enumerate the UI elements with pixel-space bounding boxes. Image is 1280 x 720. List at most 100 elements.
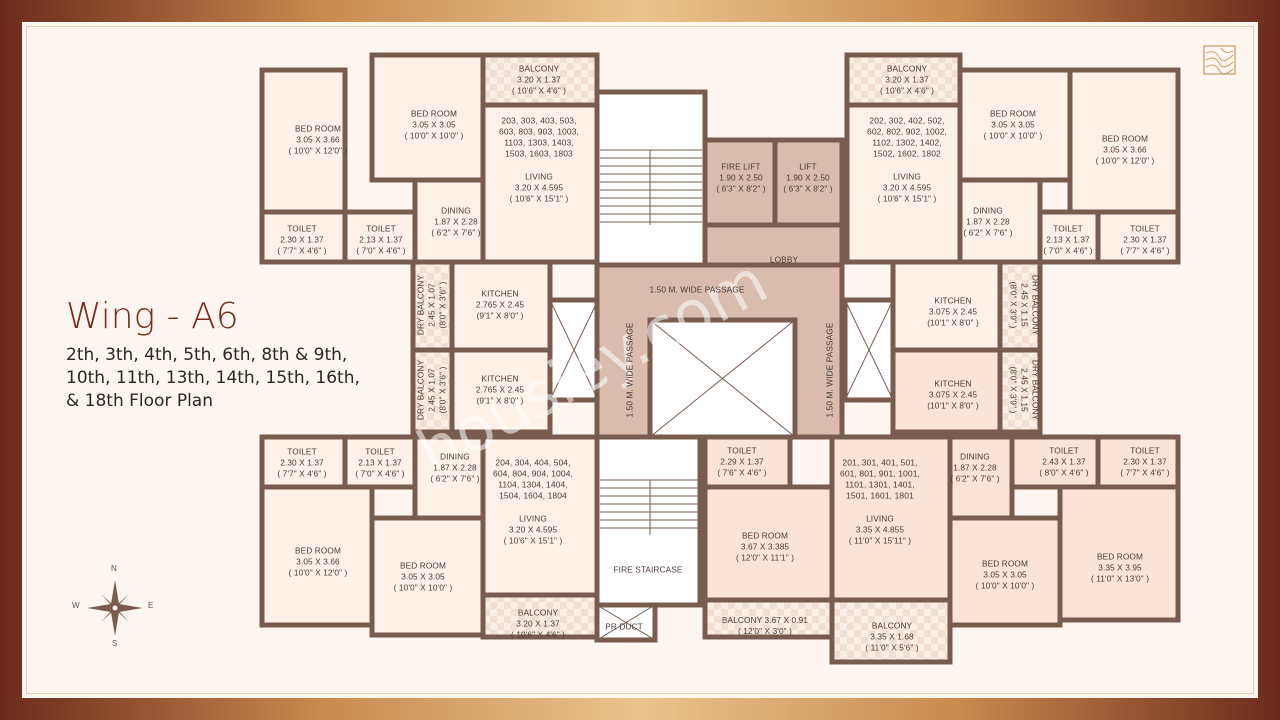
- room-name: BALCONY: [886, 63, 928, 74]
- room-name: BED ROOM: [411, 108, 457, 119]
- room-size: 2.30 X 1.37: [280, 457, 324, 468]
- room-units: 201, 301, 401, 501, 601, 801, 901, 1001,…: [840, 457, 920, 501]
- room-label: 204, 304, 404, 504, 604, 804, 904, 1004,…: [493, 458, 573, 547]
- room-size: 3.05 X 3.05: [401, 571, 445, 582]
- room-outline: [1009, 434, 1101, 490]
- room-outline: [957, 67, 1073, 183]
- room-size: 3.20 X 4.595: [514, 182, 564, 193]
- room-imperial: ( 12'0" X 3'0" ): [737, 626, 792, 636]
- room-label: 1.50 M. WIDE PASSAGE: [650, 285, 745, 296]
- room-name: DRY BALCONY: [415, 274, 426, 336]
- room-name: LIVING: [519, 513, 547, 524]
- room-outline: [1067, 67, 1181, 215]
- room-name: TOILET: [366, 223, 396, 234]
- room-outline: [844, 102, 963, 265]
- room-imperial: ( 10'0" X 10'0" ): [404, 130, 464, 141]
- room-outline: [410, 347, 455, 435]
- room-size: 2.30 X 1.37: [1123, 234, 1167, 245]
- room-imperial: ( 7'7" X 4'6" ): [1120, 245, 1170, 256]
- room-imperial: ( 10'0" X 12'0" ): [288, 567, 348, 578]
- room-name: BED ROOM: [1097, 551, 1143, 562]
- room-imperial: ( 6'3" X 8'2" ): [716, 183, 766, 194]
- room-size: 1.87 X 2.28: [953, 462, 997, 473]
- room-imperial: (8'0" X 3'9" ): [1008, 366, 1019, 414]
- room-name: DRY BALCONY: [1030, 359, 1041, 421]
- room-name: 1.50 M. WIDE PASSAGE: [624, 322, 635, 418]
- room-imperial: ( 11'0" X 15'11" ): [848, 535, 912, 546]
- room-outline: [412, 434, 486, 521]
- room-name: DINING: [960, 451, 990, 462]
- page-title: Wing - A6: [66, 296, 239, 337]
- room-name: BED ROOM: [982, 558, 1028, 569]
- room-name: KITCHEN: [934, 378, 972, 389]
- room-name: DINING: [973, 205, 1003, 216]
- room-imperial: ( 10'0" X 12'0" ): [1095, 155, 1155, 166]
- room-imperial: ( 10'6" X 15'1" ): [877, 193, 937, 204]
- room-imperial: ( 10'0" X 10'0" ): [983, 130, 1043, 141]
- shaft-cross: [649, 319, 796, 438]
- room-size: 2.30 X 1.37: [280, 234, 324, 245]
- room-outline: [259, 209, 348, 265]
- room-label: 203, 303, 403, 503, 603, 803, 903, 1003,…: [499, 116, 579, 205]
- room-name: LIVING: [866, 513, 894, 524]
- room-name: FIRE STAIRCASE: [613, 564, 683, 575]
- room-outline: [1095, 209, 1181, 265]
- room-name: PR DUCT: [605, 621, 643, 632]
- room-outline: [829, 597, 953, 665]
- room-name: TOILET: [287, 446, 317, 457]
- room-name: TOILET: [1049, 445, 1079, 456]
- room-size: 3.20 X 1.37: [516, 618, 560, 629]
- room-label: 1.50 M. WIDE PASSAGE: [825, 323, 836, 418]
- room-outline: [947, 515, 1063, 628]
- room-label: LOBBY: [770, 255, 798, 266]
- floor-line: 2th, 3th, 4th, 5th, 6th, 8th & 9th,: [66, 345, 348, 365]
- room-size: 3.35 X 4.855: [855, 524, 905, 535]
- room-name: DINING: [441, 205, 471, 216]
- room-imperial: ( 10'0" X 10'0" ): [393, 582, 453, 593]
- room-outline: [1095, 434, 1181, 490]
- room-name: BALCONY: [518, 63, 560, 74]
- room-size: 2.13 X 1.37: [359, 234, 403, 245]
- room-outline: [702, 222, 845, 268]
- room-imperial: ( 7'0" X 4'6" ): [356, 245, 406, 256]
- room-size: 1.90 X 2.50: [786, 172, 830, 183]
- room-imperial: ( 11'0" X 13'0" ): [1090, 573, 1150, 584]
- room-imperial: (8'0" X 3'6" ): [437, 366, 448, 414]
- room-size: 3.35 X 1.68: [870, 631, 914, 642]
- room-label: BALCONY 3.67 X 0.91( 12'0" X 3'0" ): [722, 615, 808, 637]
- shaft-cross: [549, 299, 599, 401]
- room-units: 204, 304, 404, 504, 604, 804, 904, 1004,…: [493, 457, 573, 501]
- room-size: 2.45 X 1.07: [426, 283, 437, 327]
- room-imperial: (10'1" X 8'0" ): [927, 317, 979, 328]
- compass-rose-icon: [87, 580, 143, 636]
- room-imperial: ( 10'6" X 15'1" ): [509, 193, 569, 204]
- room-imperial: ( 6'2" X 7'6" ): [963, 227, 1013, 238]
- room-name: BED ROOM: [990, 108, 1036, 119]
- room-name: 1.50 M. WIDE PASSAGE: [824, 322, 835, 418]
- room-imperial: ( 6'3" X 8'2" ): [783, 183, 833, 194]
- room-name: KITCHEN: [481, 373, 519, 384]
- room-label: 201, 301, 401, 501, 601, 801, 901, 1001,…: [840, 458, 920, 547]
- room-imperial: ( 11'0" X 5'6" ): [865, 642, 919, 653]
- room-imperial: ( 7'7" X 4'6" ): [277, 245, 327, 256]
- room-outline: [259, 484, 375, 628]
- room-name: BED ROOM: [1102, 133, 1148, 144]
- shaft-cross: [596, 604, 656, 641]
- room-imperial: ( 10'6" X 15'1" ): [503, 535, 563, 546]
- room-units: 203, 303, 403, 503, 603, 803, 903, 1003,…: [499, 115, 579, 159]
- room-outline: [594, 89, 708, 268]
